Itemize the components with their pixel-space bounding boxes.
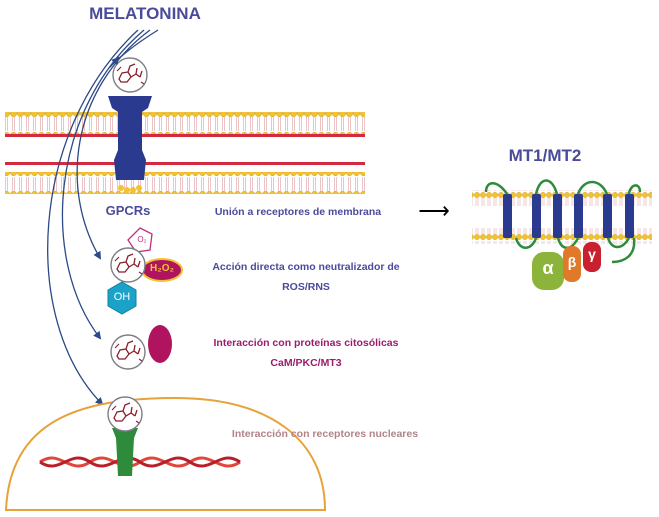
oh-label: OH [113,291,131,303]
o2-label: O₂ [137,235,147,244]
mt1-mt2-title: MT1/MT2 [508,146,582,165]
pathway-arrows [47,29,159,406]
melatonin-molecule-icon [112,57,148,93]
nuclear-receptor [112,428,138,476]
gamma-label: γ [588,246,596,262]
g-beta-subunit [563,246,581,282]
arrow-to-gpcr [109,29,159,68]
beta-label: β [567,254,577,270]
dna-strand [39,456,241,468]
cytosolic-interaction [110,325,172,370]
h2o2-label: H₂O₂ [150,263,174,274]
cytosolic-protein [148,325,172,363]
g-alpha-subunit [532,252,564,290]
arrow-to-cytosolic [61,29,145,340]
melatonin-title: MELATONINA [89,4,201,23]
cell-membrane [5,112,365,194]
alpha-label: α [542,258,554,278]
mt1-mt2-membrane [472,179,652,264]
arrow-to-nucleus [47,29,139,406]
ros-text-line1: Acción directa como neutralizador de [212,261,400,273]
ros-cluster [107,227,183,315]
cytosolic-text-line2: CaM/PKC/MT3 [270,357,342,369]
oh-radical-shape [107,281,137,315]
arrow-to-ros [76,29,151,260]
gpcr-receptor [108,96,152,193]
g-gamma-subunit [583,242,601,272]
membrane-binding-text: Unión a receptores de membrana [214,206,382,218]
gpcr-label: GPCRs [105,203,151,218]
g-protein [532,242,601,290]
nucleus [4,396,327,511]
o2-radical-shape [127,227,153,253]
arrow-to-receptor: ⟶ [418,198,450,223]
nuclear-text: Interacción con receptores nucleares [231,428,419,440]
cytosolic-text-line1: Interacción con proteínas citosólicas [213,337,399,349]
ros-text-line2: ROS/RNS [282,281,330,293]
